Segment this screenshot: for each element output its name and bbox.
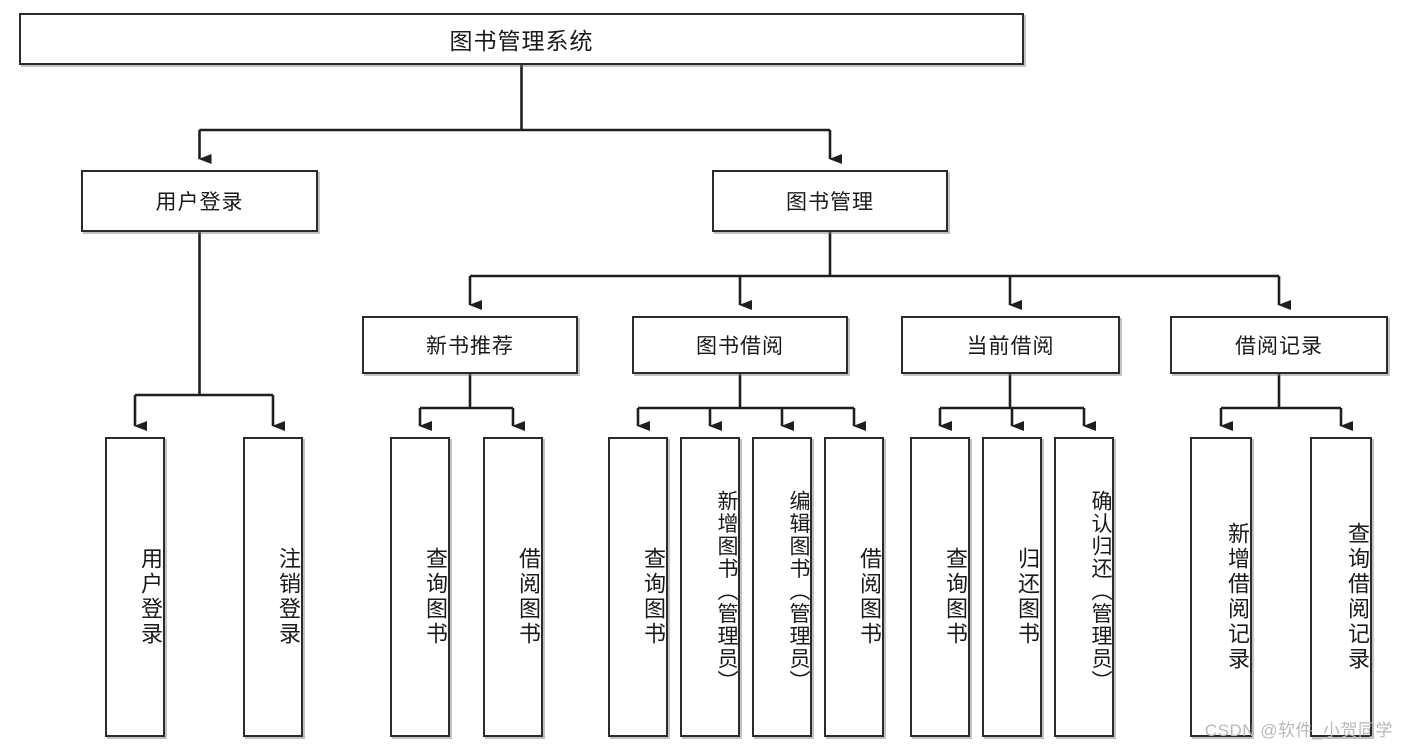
node-leaf-add-book-label: 新增图书（管理员） <box>715 489 738 693</box>
node-leaf-user-login[interactable]: 用户登录 <box>105 437 165 737</box>
node-leaf-borrow-book-2[interactable]: 借阅图书 <box>824 437 884 737</box>
node-leaf-query-book-3[interactable]: 查询图书 <box>910 437 970 737</box>
node-leaf-query-book-1[interactable]: 查询图书 <box>390 437 450 737</box>
node-leaf-add-record-label: 新增借阅记录 <box>1225 522 1250 672</box>
node-borrow-record[interactable]: 借阅记录 <box>1170 316 1388 374</box>
node-current-borrow-label: 当前借阅 <box>966 335 1055 358</box>
node-root-label: 图书管理系统 <box>449 28 594 54</box>
node-leaf-logout-label: 注销登录 <box>276 547 301 647</box>
node-leaf-confirm-return[interactable]: 确认归还（管理员） <box>1054 437 1114 737</box>
node-book-borrow[interactable]: 图书借阅 <box>632 316 848 374</box>
node-leaf-query-record[interactable]: 查询借阅记录 <box>1310 437 1372 737</box>
node-leaf-borrow-book-1-label: 借阅图书 <box>516 547 541 647</box>
watermark-text: CSDN @软件_小贺同学 <box>1204 721 1393 740</box>
node-borrow-record-label: 借阅记录 <box>1235 335 1323 358</box>
node-leaf-query-book-2[interactable]: 查询图书 <box>608 437 668 737</box>
node-leaf-borrow-book-1[interactable]: 借阅图书 <box>483 437 543 737</box>
node-book-manage[interactable]: 图书管理 <box>712 170 948 232</box>
node-new-book-rec[interactable]: 新书推荐 <box>362 316 578 374</box>
node-leaf-borrow-book-2-label: 借阅图书 <box>857 547 882 647</box>
node-user-login[interactable]: 用户登录 <box>81 170 318 232</box>
node-book-manage-label: 图书管理 <box>786 191 874 214</box>
node-leaf-user-login-label: 用户登录 <box>138 547 163 647</box>
node-leaf-query-record-label: 查询借阅记录 <box>1345 522 1370 672</box>
node-leaf-confirm-return-label: 确认归还（管理员） <box>1089 489 1112 693</box>
node-root[interactable]: 图书管理系统 <box>19 13 1024 65</box>
node-book-borrow-label: 图书借阅 <box>696 335 784 358</box>
node-leaf-add-book[interactable]: 新增图书（管理员） <box>680 437 740 737</box>
node-leaf-logout[interactable]: 注销登录 <box>243 437 303 737</box>
node-leaf-query-book-2-label: 查询图书 <box>641 547 666 647</box>
node-leaf-query-book-1-label: 查询图书 <box>423 547 448 647</box>
node-current-borrow[interactable]: 当前借阅 <box>901 316 1120 374</box>
node-leaf-edit-book-label: 编辑图书（管理员） <box>787 489 810 693</box>
node-leaf-add-record[interactable]: 新增借阅记录 <box>1190 437 1252 737</box>
node-leaf-return-book-label: 归还图书 <box>1015 547 1040 647</box>
node-new-book-rec-label: 新书推荐 <box>426 335 514 358</box>
node-leaf-return-book[interactable]: 归还图书 <box>982 437 1042 737</box>
node-leaf-query-book-3-label: 查询图书 <box>943 547 968 647</box>
node-user-login-label: 用户登录 <box>155 191 244 214</box>
node-leaf-edit-book[interactable]: 编辑图书（管理员） <box>752 437 812 737</box>
